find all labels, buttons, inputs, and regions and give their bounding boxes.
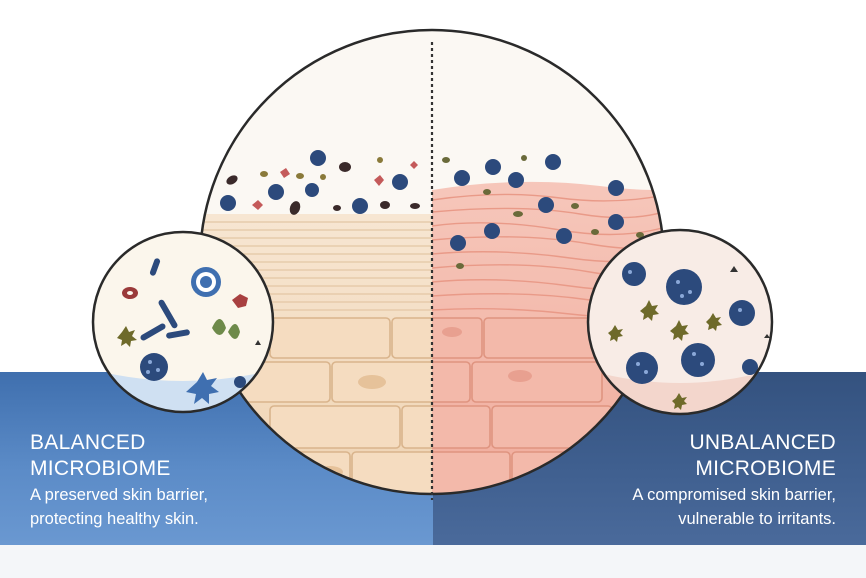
- unbalanced-desc-line2: vulnerable to irritants.: [678, 510, 836, 528]
- balanced-heading-line1: BALANCED: [30, 431, 146, 454]
- unbalanced-desc-line1: A compromised skin barrier,: [632, 486, 836, 504]
- balanced-desc-line1: A preserved skin barrier,: [30, 486, 208, 504]
- unbalanced-heading-line2: MICROBIOME: [695, 457, 836, 480]
- balanced-heading-line2: MICROBIOME: [30, 457, 171, 480]
- bottom-strip: [0, 545, 866, 578]
- unbalanced-surface-microbes: [442, 154, 644, 269]
- unbalanced-heading-line1: UNBALANCED: [689, 431, 836, 454]
- unbalanced-text-block: UNBALANCED MICROBIOME A compromised skin…: [516, 430, 836, 530]
- balanced-desc-line2: protecting healthy skin.: [30, 510, 199, 528]
- balanced-text-block: BALANCED MICROBIOME A preserved skin bar…: [30, 430, 330, 530]
- balanced-surface-microbes: [220, 150, 420, 215]
